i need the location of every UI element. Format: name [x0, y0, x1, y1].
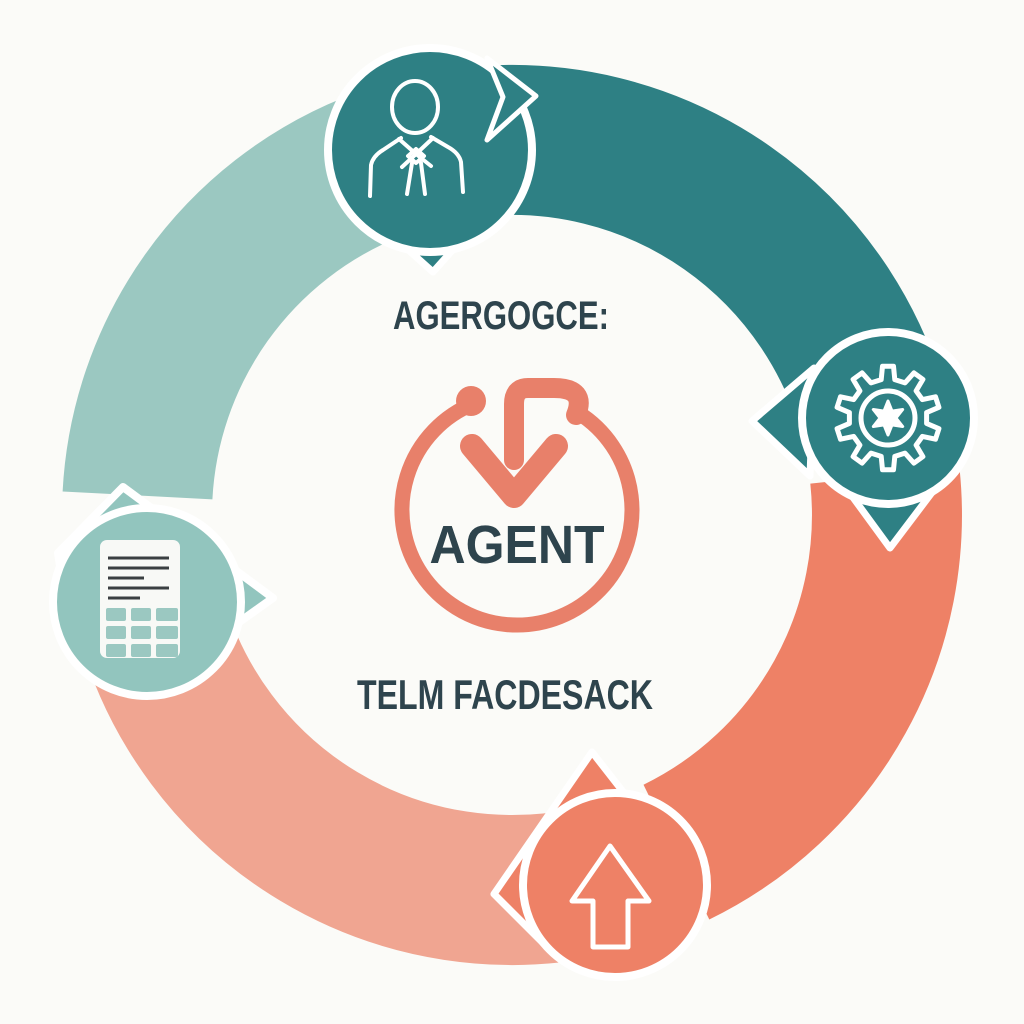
top-caption: AGERGOGCE: — [393, 294, 609, 338]
agent-arrow-head — [460, 434, 568, 508]
arrow-up-icon — [569, 843, 652, 950]
gear-icon — [834, 363, 942, 473]
ring-segment-upper-left — [62, 97, 401, 501]
bottom-caption: TELM FACDESACK — [357, 671, 653, 718]
badge-user-circle — [324, 44, 536, 256]
document-text-lines — [108, 556, 169, 600]
badge-gear — [748, 328, 978, 552]
badge-user — [324, 44, 539, 276]
flow-arrowhead-right-icon — [484, 55, 539, 143]
agent-arrow-shaft — [504, 378, 589, 470]
badge-arrow-up — [490, 748, 711, 981]
badge-document — [49, 483, 277, 700]
calculator-keys — [106, 608, 178, 657]
agent-label: AGENT — [430, 515, 605, 575]
person-icon — [368, 79, 465, 198]
badge-arrow-up-circle — [519, 789, 711, 981]
document-calculator-icon — [100, 540, 180, 658]
agent-circle-arc — [394, 396, 640, 633]
agent-cycle-icon: AGENT — [394, 378, 640, 633]
agent-arc-dot — [456, 386, 486, 416]
